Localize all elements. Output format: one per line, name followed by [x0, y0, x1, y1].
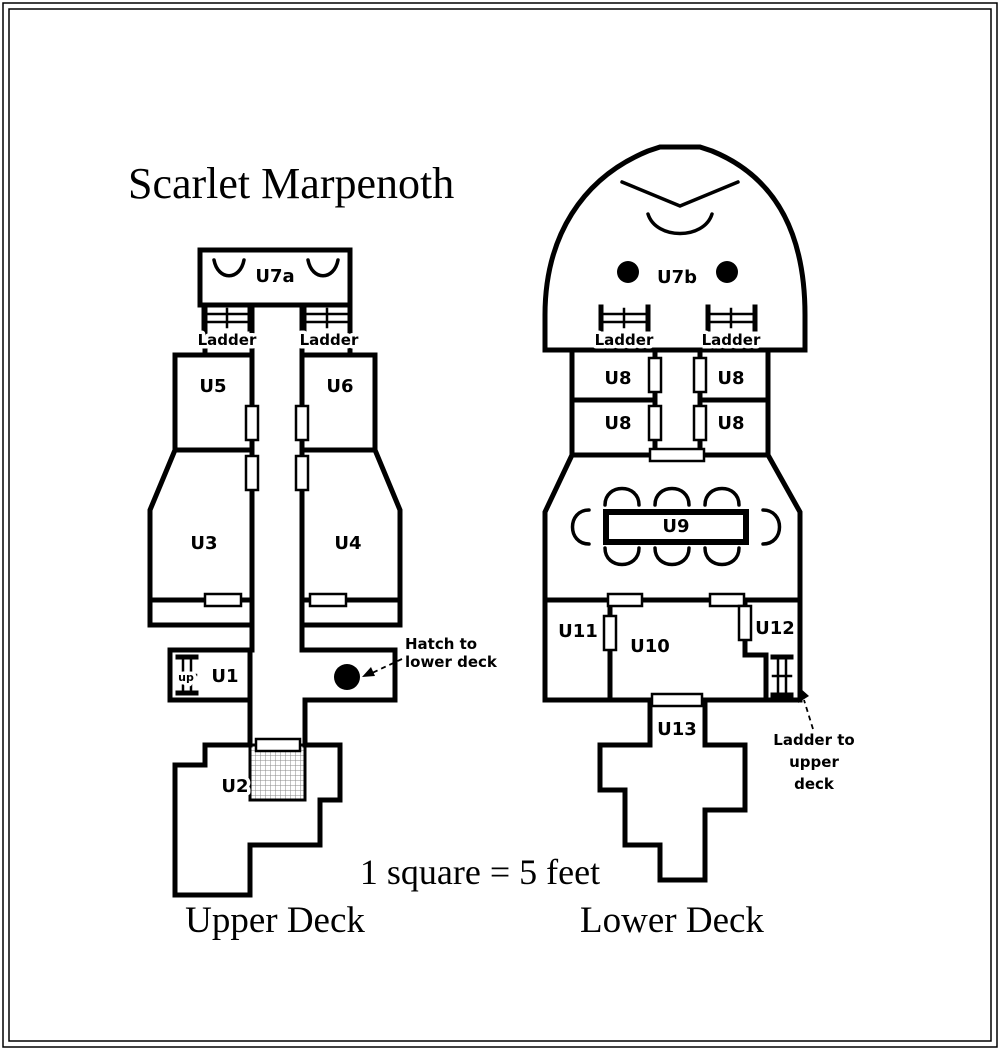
room-label-u10: U10	[630, 636, 670, 657]
room-label-u9: U9	[662, 516, 689, 537]
room-label-u7b: U7b	[657, 267, 697, 288]
seat-arc-icon	[212, 258, 246, 278]
upper-deck-caption: Upper Deck	[185, 900, 365, 941]
hatch-icon	[334, 664, 360, 690]
bow-chevron-icon	[620, 180, 740, 208]
room-label-u7a: U7a	[255, 266, 294, 287]
door-icon	[737, 604, 753, 642]
ladder-icon	[201, 304, 253, 332]
door-icon	[244, 404, 260, 442]
door-icon	[602, 614, 618, 652]
door-icon	[692, 404, 708, 442]
ladder-arrowhead-icon	[798, 688, 809, 703]
upper-deck-plan: U7a Ladder Ladder U5 U6 U3 U4	[147, 247, 501, 898]
hatch-arrowhead-icon	[362, 667, 375, 677]
ladder-note-line2: upper	[789, 753, 839, 771]
door-icon	[308, 592, 348, 608]
stern-outline	[172, 697, 343, 898]
door-icon	[606, 592, 644, 608]
room-label-u8: U8	[604, 413, 631, 434]
stern-outline	[597, 742, 748, 883]
room-label-u1: U1	[211, 666, 238, 687]
door-icon	[294, 404, 310, 442]
room-label-u12: U12	[755, 618, 795, 639]
ladder-label: Ladder	[595, 331, 654, 349]
door-icon	[692, 356, 708, 394]
bow-outline	[542, 144, 808, 353]
door-icon	[708, 592, 746, 608]
room-label-u8: U8	[717, 368, 744, 389]
lower-deck-plan: U7b Ladder Ladder U8 U8 U8 U8	[542, 144, 858, 883]
chair-arc-icon	[603, 546, 741, 567]
hatch-note-line1: Hatch to	[405, 635, 477, 653]
ladder-icon	[770, 654, 794, 698]
ladder-label: Ladder	[702, 331, 761, 349]
door-icon	[254, 737, 302, 753]
room-label-u6: U6	[326, 376, 353, 397]
door-icon	[648, 447, 706, 463]
ladder-up-icon	[175, 654, 199, 696]
door-icon	[647, 404, 663, 442]
room-label-u13: U13	[657, 719, 697, 740]
hatch-bay-walls	[299, 647, 398, 703]
room-label-u8: U8	[717, 413, 744, 434]
page-title: Scarlet Marpenoth	[128, 159, 454, 208]
table-icon	[603, 509, 749, 545]
inner-border	[8, 8, 992, 1042]
corridor-walls	[249, 302, 305, 653]
ladder-note-line1: Ladder to	[773, 731, 854, 749]
ladder-icon	[301, 304, 353, 332]
seat-arc-icon	[646, 212, 714, 236]
up-marker: up	[178, 671, 194, 684]
scale-note: 1 square = 5 feet	[360, 852, 600, 892]
hatch-note-line2: lower deck	[405, 653, 498, 671]
ladder-note-line3: deck	[794, 775, 835, 793]
seat-arc-icon	[306, 258, 340, 278]
door-icon	[244, 454, 260, 492]
room-u5	[172, 352, 255, 453]
room-u6	[299, 352, 378, 453]
room-label-u8: U8	[604, 368, 631, 389]
room-label-u3: U3	[190, 533, 217, 554]
ladder-label: Ladder	[198, 331, 257, 349]
door-icon	[647, 356, 663, 394]
hatch-dot-icon	[617, 261, 639, 283]
room-label-u4: U4	[334, 533, 361, 554]
hull-side-walls	[542, 451, 803, 703]
room-label-u2: U2	[221, 776, 248, 797]
stair-hatch-icon	[248, 743, 307, 802]
hatch-dot-icon	[716, 261, 738, 283]
door-icon	[203, 592, 243, 608]
hull-side-walls	[147, 446, 403, 628]
ladder-icon	[705, 304, 758, 332]
hatch-arrow	[371, 658, 403, 674]
chair-arc-icon	[603, 486, 741, 507]
room-label-u5: U5	[199, 376, 226, 397]
room-u7a	[197, 247, 353, 308]
door-icon	[294, 454, 310, 492]
ladder-arrow	[803, 699, 814, 730]
ladder-label: Ladder	[300, 331, 359, 349]
door-icon	[650, 692, 704, 708]
chair-arc-icon	[570, 508, 782, 546]
room-label-u11: U11	[558, 621, 598, 642]
ladder-icon	[598, 304, 651, 332]
corridor-walls	[647, 697, 708, 748]
lower-deck-caption: Lower Deck	[580, 900, 764, 941]
